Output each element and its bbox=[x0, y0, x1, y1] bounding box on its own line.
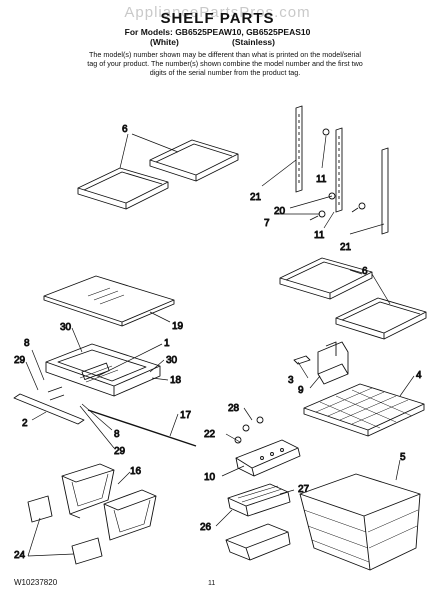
rail-left bbox=[295, 105, 303, 193]
page-title: SHELF PARTS bbox=[160, 10, 275, 27]
color-stainless: (Stainless) bbox=[232, 37, 275, 47]
rail-right bbox=[381, 147, 389, 235]
document-number: W10237820 bbox=[14, 578, 58, 587]
callout-22: 22 bbox=[204, 429, 216, 440]
ice-tray-bracket bbox=[234, 416, 301, 477]
wire-basket-upper bbox=[303, 383, 425, 437]
notice-text: The model(s) number shown may be differe… bbox=[87, 50, 363, 77]
callout-6-right: 6 bbox=[362, 266, 368, 277]
callout-20: 20 bbox=[274, 206, 286, 217]
shelf-glass-right-a bbox=[279, 257, 373, 300]
callout-10: 10 bbox=[204, 472, 216, 483]
page-number: 11 bbox=[208, 580, 216, 587]
callout-5: 5 bbox=[400, 452, 406, 463]
callout-26: 26 bbox=[200, 522, 212, 533]
crisper-rod bbox=[87, 409, 197, 447]
watermark: AppliancePartsPros.com bbox=[124, 4, 311, 21]
crisper-trim bbox=[13, 386, 85, 425]
callout-11-upper: 11 bbox=[316, 174, 327, 185]
color-white: (White) bbox=[150, 37, 179, 47]
callout-30-left: 30 bbox=[60, 322, 72, 333]
callout-9: 9 bbox=[298, 385, 304, 396]
drawer-handle-b bbox=[71, 537, 103, 565]
callout-4: 4 bbox=[416, 370, 422, 381]
callout-16: 16 bbox=[130, 466, 142, 477]
callout-29-upper: 29 bbox=[14, 355, 26, 366]
callout-18: 18 bbox=[170, 375, 182, 386]
callout-28: 28 bbox=[228, 403, 240, 414]
callout-17: 17 bbox=[180, 410, 192, 421]
crisper-cover-frame bbox=[45, 343, 161, 397]
ice-cube-tray bbox=[227, 483, 291, 517]
callout-21-upper: 21 bbox=[250, 192, 262, 203]
callout-19: 19 bbox=[172, 321, 184, 332]
shelf-glass-left-b bbox=[149, 139, 239, 182]
wire-basket-lower bbox=[299, 473, 421, 571]
callout-1: 1 bbox=[164, 338, 170, 349]
callout-21-lower: 21 bbox=[340, 242, 352, 253]
callout-24: 24 bbox=[14, 550, 26, 561]
callout-8-lower: 8 bbox=[114, 429, 120, 440]
glass-panel bbox=[43, 275, 175, 327]
drawer-handle-a bbox=[27, 495, 53, 523]
callout-11-lower: 11 bbox=[314, 230, 325, 241]
callout-7: 7 bbox=[264, 218, 270, 229]
crisper-drawer-right bbox=[103, 489, 157, 541]
callout-30-right: 30 bbox=[166, 355, 178, 366]
callout-8-upper: 8 bbox=[24, 338, 30, 349]
models-line: For Models: GB6525PEAW10, GB6525PEAS10 bbox=[124, 27, 311, 37]
callout-2: 2 bbox=[22, 418, 28, 429]
crisper-drawer-left bbox=[61, 463, 115, 519]
callout-27: 27 bbox=[298, 484, 310, 495]
callout-6-left: 6 bbox=[122, 124, 128, 135]
callout-29-lower: 29 bbox=[114, 446, 126, 457]
rail-middle bbox=[335, 127, 343, 213]
screw-icon bbox=[309, 128, 366, 221]
callout-3: 3 bbox=[288, 375, 294, 386]
shelf-glass-right-b bbox=[335, 297, 427, 340]
leader-lines bbox=[25, 133, 415, 557]
shelf-glass-left-a bbox=[77, 167, 169, 210]
ice-bin bbox=[225, 523, 291, 561]
pan-slide bbox=[293, 341, 349, 385]
